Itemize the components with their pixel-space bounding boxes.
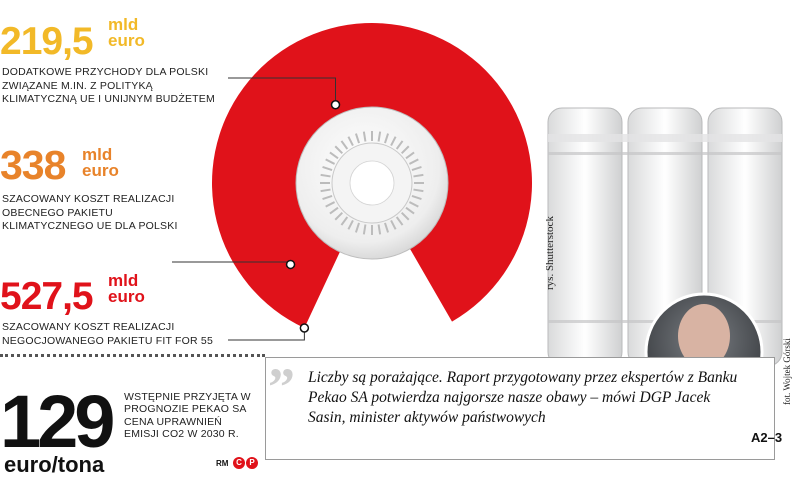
- knob-tooth: [413, 173, 424, 178]
- value-1: 219,5: [0, 20, 94, 63]
- leader-dot-1: [330, 100, 341, 110]
- knob-tooth: [347, 219, 354, 230]
- leader-dot-2: [285, 259, 296, 270]
- page-code: A2–3: [751, 430, 783, 445]
- price-unit: euro/tona: [4, 452, 105, 477]
- knob-tooth: [384, 133, 390, 144]
- knob-tooth: [322, 165, 333, 171]
- value-2: 338: [0, 142, 66, 188]
- knob-tooth: [405, 151, 415, 160]
- knob-tooth: [405, 206, 415, 215]
- quote-mark-icon: ”: [268, 357, 295, 417]
- leader-line-3: [228, 328, 305, 341]
- knob-tooth: [411, 195, 422, 201]
- knob-tooth: [340, 140, 349, 150]
- divider: [0, 354, 265, 357]
- description-2: SZACOWANY KOSZT REALIZACJI OBECNEGO PAKI…: [2, 193, 178, 232]
- knob-tooth: [411, 165, 422, 171]
- knob-tooth: [325, 158, 336, 165]
- knob-tooth: [354, 222, 360, 233]
- description-3: SZACOWANY KOSZT REALIZACJI NEGOCJOWANEGO…: [2, 321, 213, 347]
- illustration-credit: rys. Shutterstock: [544, 216, 556, 290]
- knob-tooth: [329, 151, 339, 160]
- knob-tooth: [408, 201, 419, 208]
- quote-text: Liczby są porażające. Raport przygotowan…: [308, 369, 738, 426]
- knob-tooth: [334, 145, 344, 155]
- knob-tooth: [395, 140, 404, 150]
- leader-dot-3: [299, 323, 310, 333]
- knob-tooth: [362, 131, 367, 142]
- knob-tooth: [322, 195, 333, 201]
- knob-tooth: [329, 206, 339, 215]
- knob-tooth: [400, 211, 410, 221]
- value-3: 527,5: [0, 275, 94, 318]
- knob-tooth: [320, 173, 331, 178]
- knob-tooth: [413, 188, 424, 193]
- knob-tooth: [384, 222, 390, 233]
- price-value: 129: [0, 380, 115, 463]
- knob-tooth: [362, 224, 367, 235]
- c-badge-icon: C: [233, 457, 245, 469]
- knob-tooth: [320, 188, 331, 193]
- knob-tooth: [390, 136, 397, 147]
- knob-tooth: [334, 211, 344, 221]
- description-1: DODATKOWE PRZYCHODY DLA POLSKI ZWIĄZANE …: [2, 66, 215, 105]
- price-description: WSTĘPNIE PRZYJĘTA W PROGNOZIE PEKAO SA C…: [124, 391, 251, 441]
- knob-tooth: [395, 216, 404, 226]
- photo-credit: fot. Wojtek Górski: [782, 338, 792, 405]
- rm-mark: RM: [216, 459, 229, 468]
- knob-tooth: [400, 145, 410, 155]
- leader-line-1: [228, 77, 337, 105]
- thermostat-knob: [295, 106, 449, 260]
- knob-tooth: [347, 136, 354, 147]
- quote-box: [265, 357, 775, 460]
- knob-tooth: [377, 131, 382, 142]
- p-badge-icon: P: [246, 457, 258, 469]
- knob-tooth: [325, 201, 336, 208]
- knob-tooth: [377, 224, 382, 235]
- knob-tooth: [390, 219, 397, 230]
- knob-tooth: [340, 216, 349, 226]
- knob-tooth: [408, 158, 419, 165]
- knob-tooth: [354, 133, 360, 144]
